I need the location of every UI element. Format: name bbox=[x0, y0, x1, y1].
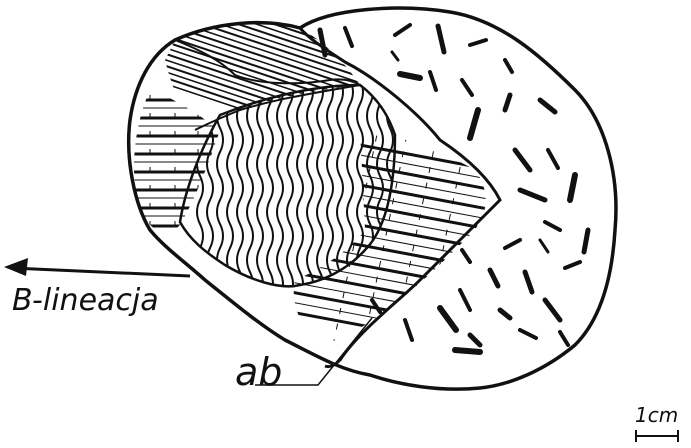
scale-label: 1cm bbox=[635, 403, 678, 427]
scale-bar: 1cm bbox=[635, 403, 678, 442]
groundmass-dashes bbox=[320, 25, 588, 352]
left-rods bbox=[120, 95, 240, 235]
mineral-label: ab bbox=[235, 350, 282, 394]
lineation-arrow bbox=[4, 258, 190, 276]
lineation-label: B-lineacja bbox=[12, 283, 159, 318]
right-rods bbox=[280, 120, 520, 360]
